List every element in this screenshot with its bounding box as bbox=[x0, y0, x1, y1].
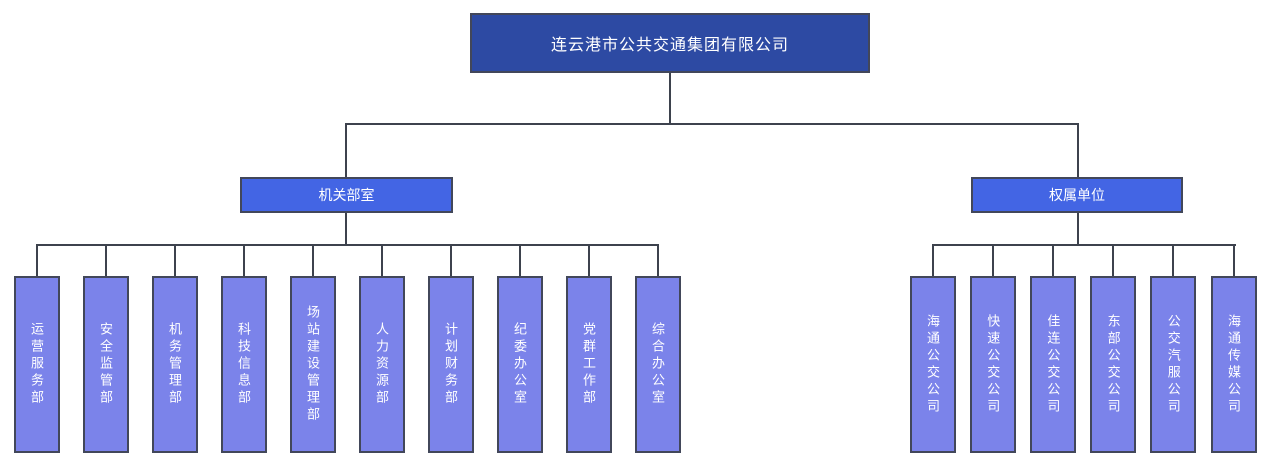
connector-line bbox=[173, 244, 176, 276]
org-node-leaf-label: 佳连公交公司 bbox=[1045, 313, 1061, 416]
org-node-leaf-label: 科技信息部 bbox=[236, 322, 251, 407]
connector-line bbox=[1232, 244, 1235, 276]
org-node-branch-subsidiaries-label: 权属单位 bbox=[1049, 187, 1105, 203]
org-node-branch-offices[interactable]: 机关部室 bbox=[240, 177, 453, 213]
connector-line bbox=[587, 244, 590, 276]
connector-line bbox=[345, 123, 347, 177]
org-node-leaf-offices-3[interactable]: 科技信息部 bbox=[220, 276, 267, 453]
org-node-leaf-label: 人力资源部 bbox=[374, 322, 389, 407]
connector-line bbox=[311, 244, 314, 276]
connector-line bbox=[931, 244, 1236, 246]
org-node-leaf-offices-7[interactable]: 纪委办公室 bbox=[496, 276, 543, 453]
org-node-leaf-offices-4[interactable]: 场站建设管理部 bbox=[289, 276, 336, 453]
org-node-leaf-offices-6[interactable]: 计划财务部 bbox=[427, 276, 474, 453]
connector-line bbox=[1076, 123, 1079, 177]
org-node-leaf-offices-9[interactable]: 综合办公室 bbox=[634, 276, 681, 453]
org-node-leaf-subsidiaries-2[interactable]: 佳连公交公司 bbox=[1029, 276, 1076, 453]
org-node-leaf-subsidiaries-4[interactable]: 公交汽服公司 bbox=[1150, 276, 1197, 453]
org-node-leaf-subsidiaries-1[interactable]: 快速公交公司 bbox=[969, 276, 1016, 453]
org-node-leaf-subsidiaries-5[interactable]: 海通传媒公司 bbox=[1210, 276, 1257, 453]
connector-line bbox=[991, 244, 994, 276]
org-node-leaf-label: 运营服务部 bbox=[29, 322, 44, 407]
org-node-leaf-label: 海通传媒公司 bbox=[1226, 313, 1241, 416]
org-node-leaf-offices-5[interactable]: 人力资源部 bbox=[358, 276, 405, 453]
org-node-leaf-label: 党群工作部 bbox=[581, 322, 596, 407]
org-node-leaf-label: 快速公交公司 bbox=[985, 313, 1001, 416]
connector-line bbox=[656, 244, 659, 276]
connector-line bbox=[669, 73, 671, 125]
org-node-branch-offices-label: 机关部室 bbox=[318, 187, 375, 203]
connector-line bbox=[35, 244, 38, 276]
org-node-branch-subsidiaries[interactable]: 权属单位 bbox=[971, 177, 1183, 213]
connector-line bbox=[1076, 213, 1079, 246]
connector-line bbox=[380, 244, 383, 276]
org-node-leaf-subsidiaries-3[interactable]: 东部公交公司 bbox=[1090, 276, 1137, 453]
connector-line bbox=[345, 123, 1079, 125]
connector-line bbox=[242, 244, 245, 276]
org-node-leaf-label: 场站建设管理部 bbox=[305, 305, 320, 424]
org-node-leaf-label: 安全监管部 bbox=[98, 322, 113, 407]
connector-line bbox=[345, 213, 347, 246]
connector-line bbox=[449, 244, 452, 276]
org-node-leaf-label: 机务管理部 bbox=[167, 322, 182, 407]
org-node-leaf-label: 纪委办公室 bbox=[512, 322, 527, 407]
connector-line bbox=[518, 244, 521, 276]
org-node-leaf-subsidiaries-0[interactable]: 海通公交公司 bbox=[909, 276, 956, 453]
org-node-root-label: 连云港市公共交通集团有限公司 bbox=[550, 37, 789, 54]
org-node-leaf-label: 东部公交公司 bbox=[1105, 313, 1121, 416]
org-node-leaf-offices-2[interactable]: 机务管理部 bbox=[151, 276, 198, 453]
org-node-leaf-label: 海通公交公司 bbox=[925, 313, 940, 416]
connector-line bbox=[1172, 244, 1175, 276]
org-node-leaf-offices-8[interactable]: 党群工作部 bbox=[565, 276, 612, 453]
connector-line bbox=[1051, 244, 1054, 276]
org-node-leaf-label: 公交汽服公司 bbox=[1165, 313, 1181, 416]
org-node-leaf-offices-0[interactable]: 运营服务部 bbox=[13, 276, 60, 453]
connector-line bbox=[1112, 244, 1115, 276]
org-node-root[interactable]: 连云港市公共交通集团有限公司 bbox=[470, 13, 870, 73]
connector-line bbox=[931, 244, 934, 276]
connector-line bbox=[104, 244, 107, 276]
org-node-leaf-label: 计划财务部 bbox=[443, 322, 458, 407]
org-node-leaf-offices-1[interactable]: 安全监管部 bbox=[82, 276, 129, 453]
connector-line bbox=[36, 244, 659, 246]
org-node-leaf-label: 综合办公室 bbox=[650, 322, 665, 407]
